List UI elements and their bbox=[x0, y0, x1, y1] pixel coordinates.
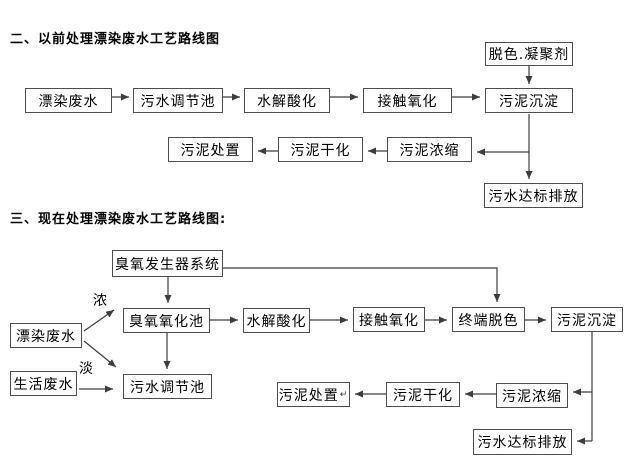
node-old-dyeing-wastewater: 漂染废水 bbox=[25, 88, 112, 113]
node-new-sludge-disposal-label: 污泥处置 bbox=[278, 387, 339, 404]
node-old-decolor-coagulant: 脱色.凝聚剂 bbox=[485, 42, 573, 66]
node-new-terminal-decolor: 终端脱色 bbox=[452, 307, 525, 332]
edge-label-dilute: 淡 bbox=[79, 361, 93, 377]
node-new-regulating-tank: 污水调节池 bbox=[123, 374, 212, 399]
node-new-domestic-wastewater: 生活废水 bbox=[10, 371, 77, 396]
node-new-standard-discharge: 污水达标排放 bbox=[473, 429, 572, 455]
node-old-standard-discharge: 污水达标排放 bbox=[484, 183, 583, 208]
node-new-dyeing-wastewater: 漂染废水 bbox=[10, 323, 82, 348]
edge-new-generator-to-terminal bbox=[223, 267, 501, 302]
node-new-sludge-drying: 污泥干化 bbox=[386, 382, 460, 407]
node-new-sludge-disposal: 污泥处置↵ bbox=[277, 382, 350, 407]
node-new-ozone-generator: 臭氧发生器系统 bbox=[112, 250, 223, 277]
node-new-hydrolysis-acidification: 水解酸化 bbox=[243, 308, 310, 333]
node-new-ozone-oxidation-pool: 臭氧氧化池 bbox=[123, 308, 210, 333]
new-process-title: 三、现在处理漂染废水工艺路线图: bbox=[10, 212, 227, 227]
node-old-sludge-thickening: 污泥浓缩 bbox=[387, 137, 472, 162]
old-process-title: 二、以前处理漂染废水工艺路线图 bbox=[10, 32, 221, 47]
node-old-hydrolysis-acidification: 水解酸化 bbox=[244, 88, 330, 113]
edge-new-feed-to-ozonepool-concentrated bbox=[83, 309, 115, 332]
node-old-sludge-disposal: 污泥处置 bbox=[168, 137, 253, 162]
node-new-contact-oxidation: 接触氧化 bbox=[353, 307, 425, 332]
node-old-sludge-drying: 污泥干化 bbox=[278, 137, 363, 162]
node-new-sludge-thickening: 污泥浓缩 bbox=[496, 383, 568, 408]
edge-label-concentrated: 浓 bbox=[93, 293, 107, 309]
node-old-sludge-sedimentation: 污泥沉淀 bbox=[485, 88, 573, 113]
node-new-sludge-sedimentation: 污泥沉淀 bbox=[551, 307, 623, 332]
node-old-contact-oxidation: 接触氧化 bbox=[363, 88, 452, 113]
paragraph-return-mark: ↵ bbox=[339, 389, 349, 400]
node-old-regulating-tank: 污水调节池 bbox=[133, 88, 223, 113]
